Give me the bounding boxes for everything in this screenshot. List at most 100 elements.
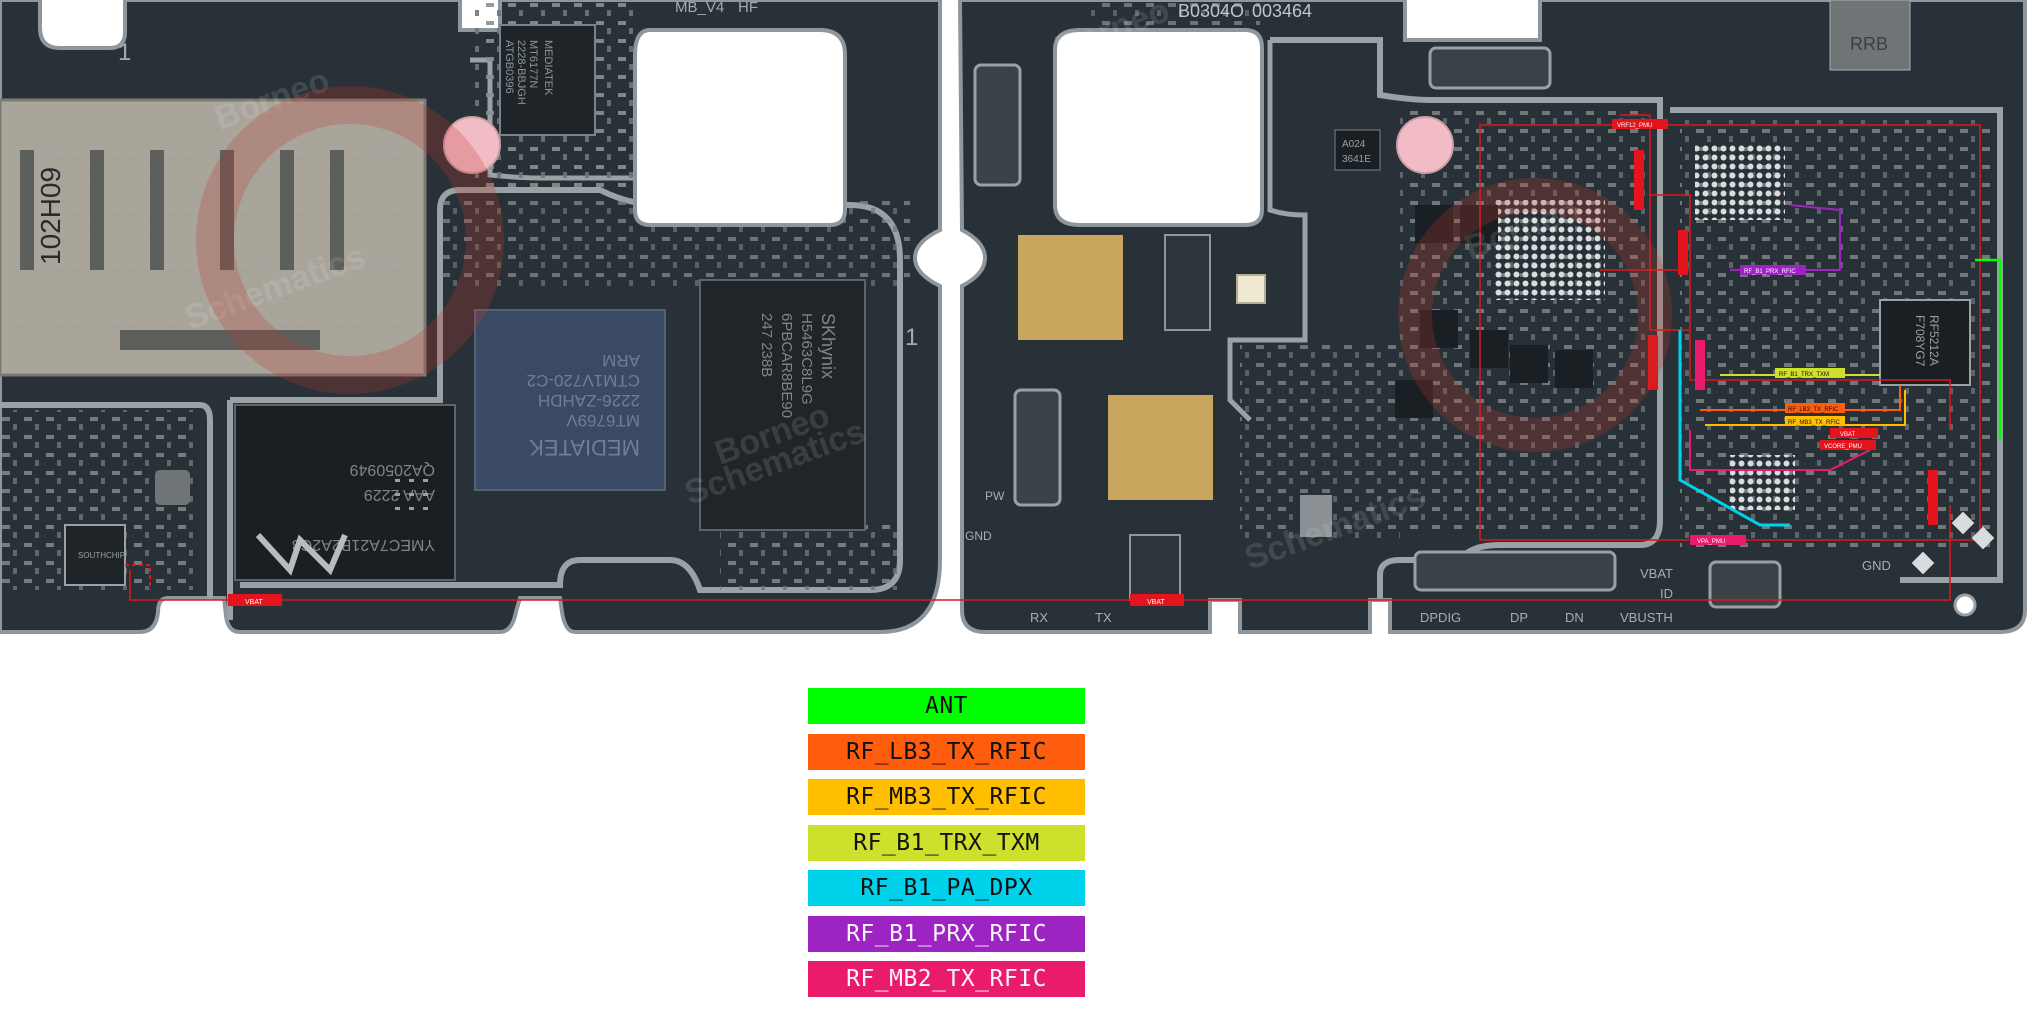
pin1-mark-2: 1 [905,324,918,351]
rf-chip-label-2: F708YG7 [1913,315,1927,367]
mount-hole-right [1396,116,1454,174]
sim-code-label: 102H09 [35,167,66,265]
transceiver-rf-chip [1730,455,1795,510]
crystal [1300,495,1332,537]
transceiver-model: MT6177N [527,40,539,88]
pad-pw: PW [985,489,1005,503]
charger-chip [64,524,126,586]
test-points [1911,511,1995,575]
net-tag-vrf-pmu [1678,230,1688,275]
net-tag-vpa-text: VPA_PMU [1697,539,1725,545]
watermark-logo-right [1398,178,1672,452]
memory-silkscreen: SKhynix H5463C8L9G 6PBCAR8BE90 247 238B [758,313,838,418]
svg-text:YMEC7A21B2A2C3: YMEC7A21B2A2C3 [292,536,435,553]
power-inductors [1395,205,1593,418]
trace-mb3 [1705,390,1906,426]
svg-text:ARM: ARM [602,351,640,370]
small-ic-text-1: A024 [1342,139,1366,150]
pmu-chip [1495,200,1605,300]
trace-ant [1975,258,2002,440]
net-tag-vrf12 [1612,119,1668,129]
pad-gnd-right: GND [1862,558,1891,573]
net-tag-vcore [1820,440,1876,450]
memory-chip [699,279,866,531]
board-num-label: 003464 [1252,1,1312,21]
svg-text:MEDIATEK: MEDIATEK [529,435,640,460]
vbat-trace-left [129,570,940,601]
pad-vbat: VBAT [1640,566,1673,581]
board-id-label: B0304O [1178,1,1244,21]
charger-brand: SOUTHCHIP [78,551,125,560]
cpu-chip [474,309,666,491]
camera-cutout-left [633,28,847,227]
net-tag-vbat-right [1830,428,1878,438]
transceiver-lot: 2228-BBJGH [515,40,527,105]
shield-frame-right [1270,37,1663,600]
transceiver-chip [499,24,596,136]
svg-text:2226-ZAHDH: 2226-ZAHDH [538,391,640,410]
svg-text:H5463C8L9G: H5463C8L9G [798,313,815,405]
net-tag-vrf18 [1634,150,1644,210]
net-tag-vbat-right-text: VBAT [1840,432,1856,438]
net-tag-vbat-mid-text: VBAT [1147,599,1165,606]
ymtc-logo [255,532,348,576]
connector-top [1428,46,1552,90]
vbat-trace-left-2 [125,564,151,590]
legend-item: RF_MB3_TX_RFIC [808,779,1085,815]
sim-contacts [20,150,344,350]
small-ic-text-2: 3641E [1342,154,1371,165]
inductor [155,470,190,505]
mount-hole-br [1953,593,1977,617]
sim-tray-inner [12,112,412,362]
transceiver-brand: MEDIATEK [542,40,554,96]
legend-item: RF_LB3_TX_RFIC [808,733,1085,770]
svg-text:247 238B: 247 238B [758,313,775,377]
cpu-silkscreen: MEDIATEK MT6769V 2226-ZAHDH CTM1V720-C2 … [527,351,640,460]
camera-cutout-right [1053,28,1264,227]
qr-code-left [395,475,433,513]
gold-pad-2 [1108,395,1213,500]
connector-left-top [973,63,1022,187]
connector-bottom-2 [1708,560,1782,609]
component-field-4 [720,520,900,590]
svg-text:CTM1V720-C2: CTM1V720-C2 [527,371,640,390]
shield-frame-left-2 [0,402,213,600]
net-tag-vio18 [1648,335,1658,390]
svg-text:QA2050949: QA2050949 [349,461,435,478]
trace-mb2 [1689,430,1871,471]
watermark-logo-left [196,86,504,394]
pad-tx: TX [1095,610,1112,625]
rf-trace-red [1600,114,1951,430]
rf-frontend-chip [1879,299,1971,386]
legend-item: RF_B1_TRX_TXM [808,824,1085,861]
pad-id: ID [1660,586,1673,601]
vbat-trace-right [940,505,1951,601]
small-ic [1334,129,1381,171]
legend-item: RF_B1_PA_DPX [808,870,1085,906]
board-header-label: MB_V4 [675,0,724,16]
pad-vbusth: VBUSTH [1620,610,1673,625]
legend-item: RF_MB2_TX_RFIC [808,961,1085,997]
net-tag-vbat-left [228,594,282,606]
net-tag-vs1 [1928,470,1938,525]
rrb-label: RRB [1850,34,1888,54]
connector-left-bottom [1013,388,1062,507]
net-tag-vrf12-text: VRF12_PMU [1617,123,1652,129]
pad-gnd-left: GND [965,529,992,543]
legend-item: RF_B1_PRX_RFIC [808,915,1085,952]
mount-hole-left [443,116,501,174]
connector-small-bottom [1129,534,1181,601]
net-tag-rf-b1-prx-text: RF_B1_PRX_RFIC [1744,269,1796,275]
svg-text:6PBCAR8BE90: 6PBCAR8BE90 [778,313,795,418]
pcb-board-diagram: 102H09 MEDIATEK MT6177N 2228-BBJGH ATGB0… [0,0,2027,634]
audio-jack [1829,0,1911,71]
pin1-mark: 1 [118,39,131,66]
pad-dn: DN [1565,610,1584,625]
net-tag-rf-b1-trx-text: RF_B1_TRX_TXM [1779,372,1829,378]
rf-chip-label-1: RF5212A [1927,315,1941,366]
pad-dpdig: DPDIG [1420,610,1461,625]
board-header-label-2: HF [738,0,758,16]
net-tag-vbat-mid [1130,594,1184,606]
connector-mid [1164,234,1211,331]
net-tag-rf-mb3 [1785,416,1845,426]
